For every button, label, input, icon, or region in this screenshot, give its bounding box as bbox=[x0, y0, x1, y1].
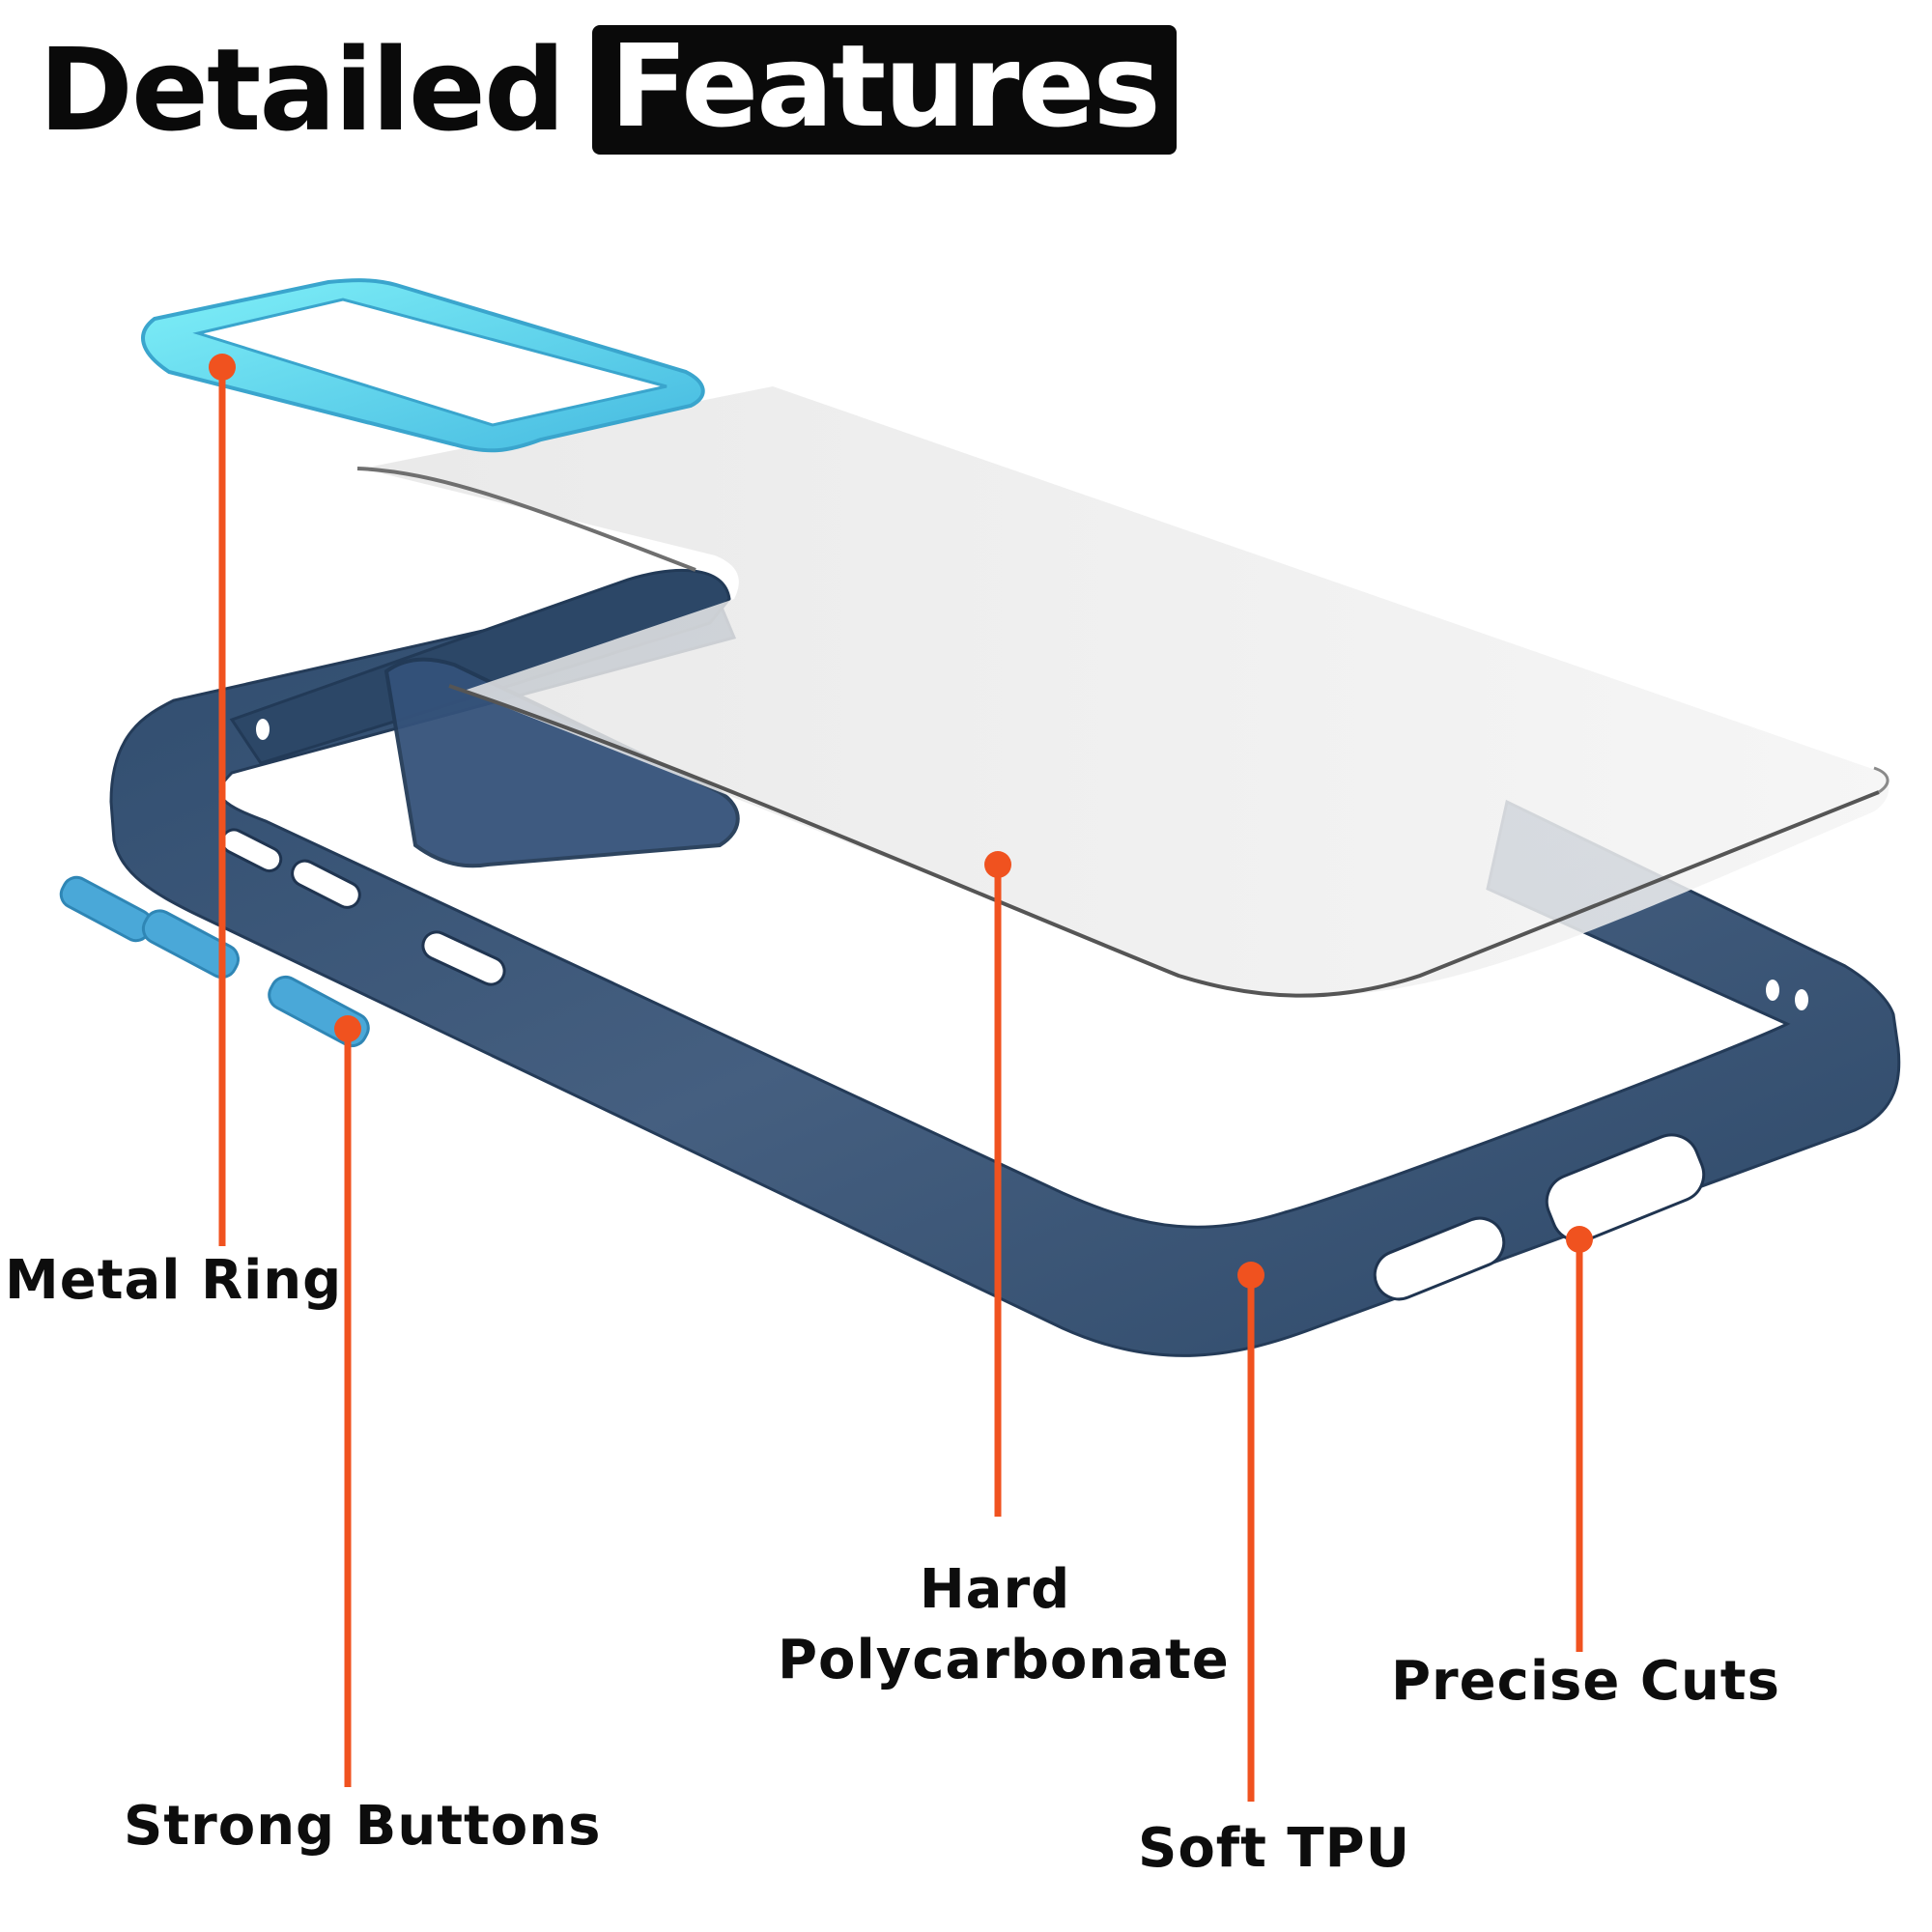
label-metal-ring: Metal Ring bbox=[5, 1249, 343, 1312]
label-hard-line2: Polycarbonate bbox=[778, 1628, 1230, 1691]
metal-ring-icon bbox=[141, 278, 705, 453]
label-hard-line1: Hard bbox=[919, 1558, 1071, 1621]
bumper-frame-icon bbox=[109, 569, 1901, 1357]
callout-lines bbox=[209, 354, 1593, 1802]
label-strong-buttons: Strong Buttons bbox=[124, 1795, 602, 1858]
page-title: Detailed Features bbox=[39, 23, 1177, 156]
clear-back-panel-icon bbox=[356, 386, 1889, 998]
label-soft-tpu: Soft TPU bbox=[1138, 1817, 1411, 1880]
label-hard-polycarbonate: Hard Polycarbonate bbox=[778, 1555, 1230, 1696]
label-precise-cuts: Precise Cuts bbox=[1391, 1650, 1780, 1713]
title-highlight: Features bbox=[592, 25, 1177, 155]
title-plain: Detailed bbox=[39, 23, 565, 156]
